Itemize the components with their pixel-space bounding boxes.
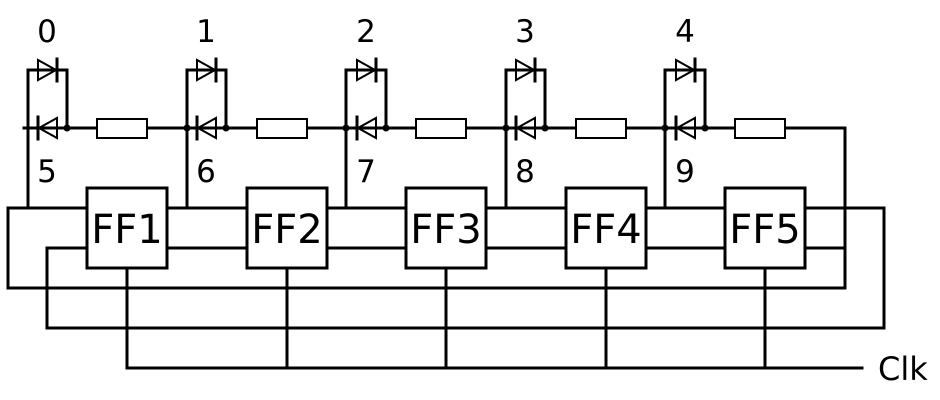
chain-wire-right-end [783,126,847,250]
top-diode-label: 1 [196,14,216,50]
resistor-icon [734,118,786,139]
junction-dot-icon [222,124,230,132]
stage-4-top-diode-wire [504,68,547,130]
stage-1: 0 5 [26,14,188,210]
junction-dot-icon [342,124,350,132]
diode-icon [196,57,218,83]
stage-3: 2 7 [342,14,508,210]
diode-icon [355,115,377,141]
diode-icon [36,115,58,141]
resistor-icon [256,118,308,139]
top-diode-label: 0 [37,14,57,50]
flip-flop-label: FF5 [729,207,800,253]
resistor-icon [415,118,467,139]
stage-1-top-diode-wire [26,68,69,130]
diode-icon [195,115,217,141]
flip-flop-label: FF2 [251,207,322,253]
bottom-diode-label: 6 [196,154,216,190]
junction-dot-icon [541,124,549,132]
junction-dot-icon [63,124,71,132]
resistor-icon [575,118,627,139]
bottom-diode-label: 9 [675,154,695,190]
resistor-icon [96,118,148,139]
flip-flop-ff5: FF5 [723,186,807,270]
diode-icon [515,57,537,83]
diode-icon [674,115,696,141]
flip-flop-label: FF1 [91,207,162,253]
flip-flop-label: FF4 [570,207,641,253]
top-diode-label: 4 [675,14,695,50]
diode-icon [37,57,59,83]
diode-icon [675,57,697,83]
diode-icon [356,57,378,83]
flip-flop-ff4: FF4 [564,186,648,270]
flip-flop-ff3: FF3 [404,186,488,270]
flip-flops: FF1 FF2 FF3 FF4 FF5 [85,186,807,270]
clock-label: Clk [878,350,928,388]
stage-2-top-diode-wire [185,68,228,130]
junction-dot-icon [661,124,669,132]
feedback-wire-outer-right [45,206,886,330]
diode-icon [514,115,536,141]
junction-dot-icon [183,124,191,132]
stage-3-top-diode-wire [344,68,388,130]
junction-dot-icon [382,124,390,132]
feedback-wires [6,126,886,330]
flip-flop-ff2: FF2 [245,186,329,270]
stage-4: 3 8 [502,14,667,210]
flip-flop-label: FF3 [410,207,481,253]
top-diode-label: 3 [515,14,535,50]
bottom-diode-label: 8 [515,154,535,190]
ff-interconnects [165,206,727,250]
top-diode-label: 2 [356,14,376,50]
bottom-diode-label: 5 [37,154,57,190]
junction-dot-icon [701,124,709,132]
clock-bus: Clk [125,266,928,388]
feedback-wire-outer-left [6,206,847,290]
flip-flop-ff1: FF1 [85,186,169,270]
stage-2: 1 6 [183,14,348,210]
bottom-diode-label: 7 [356,154,376,190]
stage-5: 4 9 [661,14,787,210]
stage-5-top-diode-wire [663,68,707,130]
junction-dot-icon [502,124,510,132]
